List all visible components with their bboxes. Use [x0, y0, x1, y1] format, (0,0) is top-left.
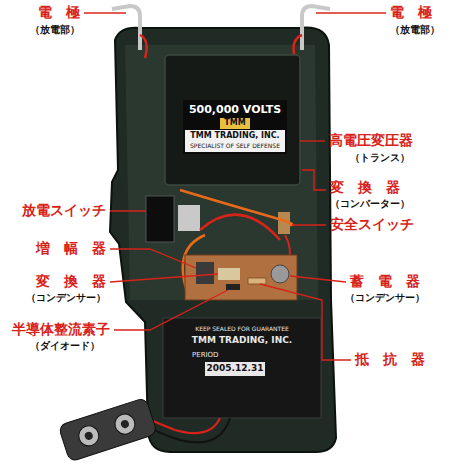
voltage-rating: 500,000 VOLTS [189, 104, 281, 116]
battery-terminal [112, 412, 137, 437]
part-label: 増 幅 器 [36, 241, 106, 256]
part-sublabel: （コンバーター） [330, 198, 410, 209]
diode [226, 284, 240, 290]
part-label: 放電スイッチ [22, 203, 106, 218]
part-sublabel: （放電部） [390, 24, 440, 35]
part-sublabel: （ダイオード） [30, 340, 100, 351]
part-label: 変 換 器 [330, 180, 400, 195]
leader-line [84, 12, 126, 13]
part-label: 蓄 電 器 [350, 274, 420, 289]
part-sublabel: （トランス） [350, 152, 410, 163]
leader-line [316, 12, 386, 13]
storage-capacitor [271, 265, 289, 283]
part-label: 高電圧変圧器 [329, 133, 413, 148]
battery-notice: KEEP SEALED FOR GUARANTEE [195, 326, 289, 333]
part-sublabel: （コンデンサー） [345, 292, 425, 303]
part-label: 電 極 [38, 5, 80, 20]
transformer [165, 55, 300, 185]
leader-line [110, 210, 146, 211]
part-label: 半導体整流素子 [12, 322, 110, 337]
wire [180, 190, 292, 225]
wire [200, 215, 280, 240]
plate-strip [185, 130, 285, 152]
part-label: 変 換 器 [36, 274, 106, 289]
brand-slogan: SPECIALIST OF SELF DEFENSE [190, 143, 280, 150]
leader-line [302, 170, 326, 190]
battery-clip [58, 397, 157, 462]
leader-line [292, 224, 326, 225]
battery-terminal-hole [84, 431, 94, 441]
part-sublabel: （放電部） [30, 24, 80, 35]
part-sublabel: （コンデンサー） [26, 292, 106, 303]
housing-inner [125, 45, 318, 300]
leader-line [290, 276, 346, 282]
amplifier [196, 262, 214, 284]
battery-terminal [76, 423, 101, 448]
battery-date: 2005.12.31 [207, 364, 264, 374]
logo-box [220, 118, 250, 129]
circuit-board [185, 255, 297, 300]
battery [163, 318, 321, 418]
transformer-plate [183, 100, 287, 154]
part-label: 抵 抗 器 [355, 352, 425, 367]
housing [110, 28, 336, 452]
wire [145, 418, 230, 442]
leader-line [110, 274, 218, 282]
part-label: 安全スイッチ [330, 217, 414, 232]
converter-capacitor [218, 268, 240, 280]
battery-terminal-hole [120, 419, 130, 429]
leader-line [260, 284, 351, 360]
brand-logo: TMM [224, 119, 245, 128]
leader-line [114, 290, 228, 330]
date-sticker [205, 362, 265, 376]
leader-line [300, 140, 325, 141]
resistor [248, 278, 266, 284]
leader-line [110, 249, 196, 268]
battery-brand: TMM TRADING, INC. [192, 336, 292, 346]
battery-clip-body [58, 397, 157, 462]
battery-period: PERIOD [192, 352, 218, 360]
switch [146, 196, 174, 242]
switch-contact [178, 205, 200, 231]
wire [140, 35, 147, 58]
brand-name: TMM TRADING, INC. [190, 132, 279, 141]
part-label: 電 極 [390, 5, 432, 20]
